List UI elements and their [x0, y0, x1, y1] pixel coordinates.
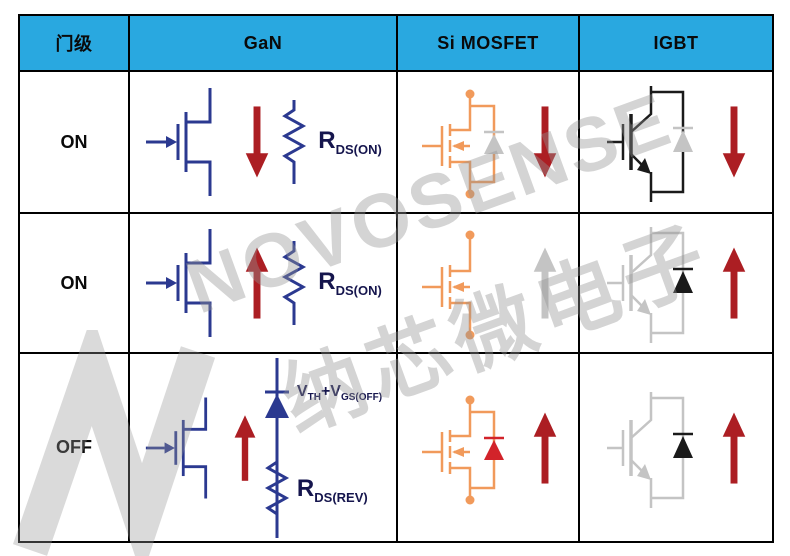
gan-transistor-icon — [146, 229, 212, 337]
body-diode-icon — [484, 130, 504, 154]
resistor-icon — [282, 100, 307, 184]
cell-row2-igbt — [580, 214, 772, 354]
comparison-table: 门级 GaN Si MOSFET IGBT ON RDS — [18, 14, 774, 543]
current-arrow-up-icon — [722, 411, 746, 484]
header-label: GaN — [243, 32, 283, 53]
rdson-label: RDS(ON) — [318, 126, 382, 157]
freewheel-diode-icon — [673, 126, 693, 152]
reverse-diode-icon — [264, 390, 289, 418]
gan-off-labels: VTH+VGS(OFF) RDS(REV) — [297, 358, 382, 538]
igbt-icon — [607, 391, 693, 508]
cell-row3-gan: VTH+VGS(OFF) RDS(REV) — [130, 354, 398, 541]
freewheel-diode-icon — [673, 267, 693, 293]
current-arrow-up-icon — [234, 414, 256, 481]
gan-transistor-icon — [146, 88, 212, 196]
header-label: Si MOSFET — [437, 32, 539, 53]
cell-row1-gan: RDS(ON) — [130, 72, 398, 214]
header-cell-gan: GaN — [130, 16, 398, 72]
igbt-icon — [607, 86, 693, 202]
gate-state-label: ON — [60, 131, 88, 152]
cell-row2-si-mosfet — [398, 214, 580, 354]
rdsrev-label: RDS(REV) — [296, 474, 368, 505]
channel-current-arrow-up-gray-icon — [533, 247, 557, 319]
mosfet-icon — [422, 395, 504, 504]
current-arrow-up-icon — [245, 247, 269, 319]
header-label: 门级 — [55, 34, 93, 54]
cell-row1-si-mosfet — [398, 72, 580, 214]
cell-row3-si-mosfet — [398, 354, 580, 541]
vth-vgsoff-label: VTH+VGS(OFF) — [296, 382, 383, 403]
current-arrow-down-icon — [722, 106, 746, 178]
mosfet-icon — [422, 89, 504, 199]
gan-transistor-icon — [145, 397, 208, 498]
body-diode-icon — [484, 436, 504, 460]
header-cell-igbt: IGBT — [580, 16, 772, 72]
diode-resistor-chain-icon — [264, 357, 290, 538]
cell-row2-gan: RDS(ON) — [130, 214, 398, 354]
header-cell-gate-level: 门级 — [20, 16, 130, 72]
cell-row3-gate: OFF — [20, 354, 130, 541]
current-arrow-up-icon — [722, 247, 746, 319]
resistor-icon — [282, 241, 307, 325]
cell-row1-gate: ON — [20, 72, 130, 214]
mosfet-icon — [422, 230, 475, 340]
gate-state-label: ON — [60, 272, 88, 293]
cell-row3-igbt — [580, 354, 772, 541]
igbt-icon — [607, 227, 693, 343]
header-cell-si-mosfet: Si MOSFET — [398, 16, 580, 72]
cell-row2-gate: ON — [20, 214, 130, 354]
cell-row1-igbt — [580, 72, 772, 214]
resistor-icon — [264, 453, 290, 538]
current-arrow-down-icon — [245, 106, 269, 178]
current-arrow-up-icon — [533, 411, 557, 484]
freewheel-diode-icon — [673, 432, 693, 458]
current-arrow-down-icon — [533, 106, 557, 178]
rdson-label: RDS(ON) — [318, 267, 382, 298]
gate-state-label: OFF — [56, 437, 92, 457]
header-label: IGBT — [653, 32, 699, 53]
